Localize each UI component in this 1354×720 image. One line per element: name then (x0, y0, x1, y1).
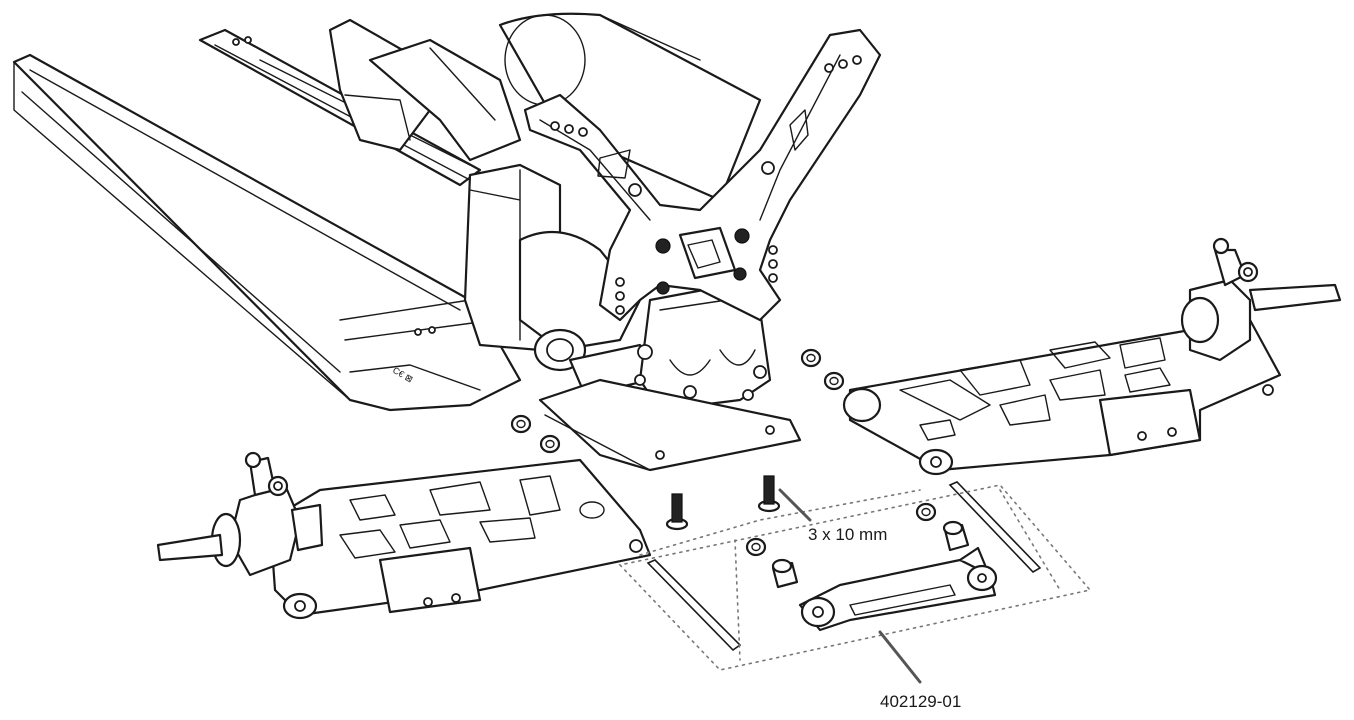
leader-lines (778, 488, 922, 684)
screw-size-label: 3 x 10 mm (808, 525, 888, 544)
hinge-pins (646, 481, 1042, 652)
left-suspension-arm (156, 451, 652, 620)
gearbox (463, 163, 772, 424)
right-suspension-arm (842, 237, 1342, 476)
screws (665, 475, 781, 531)
part-number-label: 402129-01 (880, 692, 962, 711)
center-rails (198, 18, 522, 187)
shock-tower (523, 28, 882, 322)
chassis-plate: C€ ⊠ (12, 53, 522, 412)
arm-mount-part (798, 546, 998, 632)
assembly-guide-lines (618, 484, 1092, 671)
skid-plate (538, 378, 802, 472)
washers (510, 348, 937, 557)
bushings (771, 520, 970, 589)
